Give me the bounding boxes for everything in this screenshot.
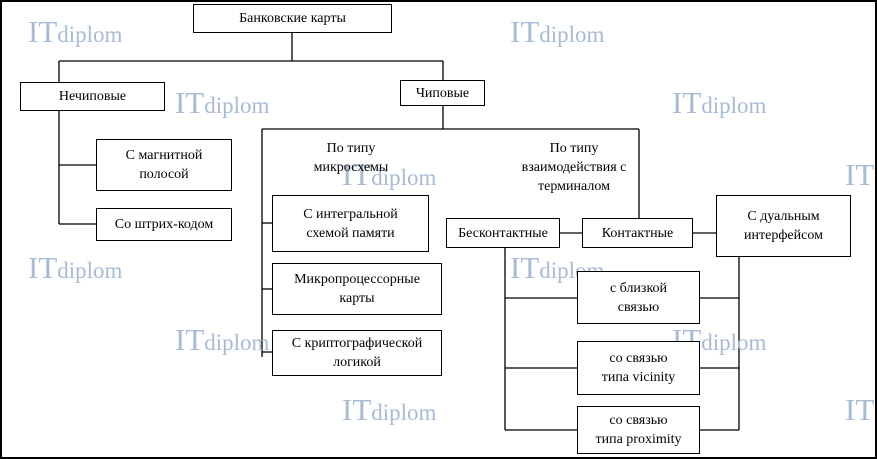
by-terminal-heading: По типу взаимодействия с терминалом <box>521 141 627 194</box>
watermark: ITdiplom <box>342 157 437 192</box>
root-node: Банковские карты <box>193 4 392 33</box>
microprocessor-node: Микропроцессорные карты <box>272 263 442 315</box>
integrated-memory-node: С интегральной схемой памяти <box>272 195 429 252</box>
watermark: ITdiplom <box>28 250 123 285</box>
non-chip-node: Нечиповые <box>20 82 165 111</box>
watermark: ITdiplom <box>175 85 270 120</box>
watermark: ITdiplom <box>672 85 767 120</box>
proximity-node: со связью типа proximity <box>577 406 700 454</box>
watermark: ITdiplom <box>510 14 605 49</box>
watermark: ITdiplom <box>342 392 437 427</box>
watermark: IT <box>845 157 875 192</box>
chip-node: Чиповые <box>400 80 485 106</box>
barcode-node: Со штрих-кодом <box>96 208 232 241</box>
watermark: ITdiplom <box>175 322 270 357</box>
contact-node: Контактные <box>582 218 693 248</box>
dual-interface-node: С дуальным интерфейсом <box>716 195 851 257</box>
watermark: IT <box>845 392 875 427</box>
contactless-node: Бесконтактные <box>446 218 560 248</box>
vicinity-node: со связью типа vicinity <box>577 341 700 395</box>
magnetic-stripe-node: С магнитной полосой <box>96 139 232 191</box>
watermark: ITdiplom <box>28 14 123 49</box>
crypto-logic-node: С криптографической логикой <box>272 330 442 376</box>
by-chip-type-heading: По типу микросхемы <box>313 141 389 175</box>
close-coupling-node: с близкой связью <box>577 271 700 324</box>
